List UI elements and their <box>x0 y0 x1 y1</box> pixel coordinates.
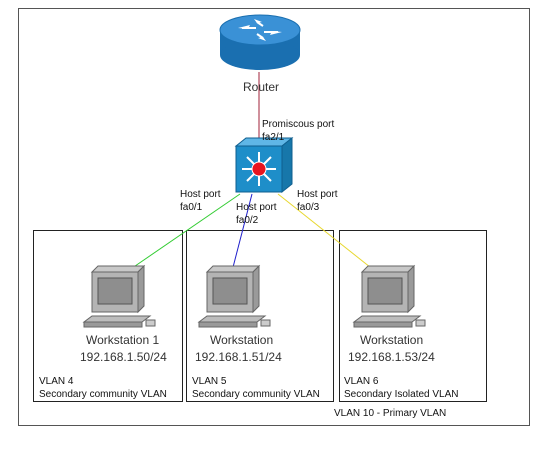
router-label: Router <box>243 80 280 94</box>
host-port-label-3: Host port fa0/3 <box>297 188 338 214</box>
host-port-type: Host port <box>297 189 338 200</box>
uplink-port-type: Promiscous port <box>262 119 335 130</box>
uplink-port-label: Promiscous port fa2/1 <box>262 118 334 144</box>
vlan-box-4 <box>33 230 183 402</box>
vlan-id: VLAN 4 <box>39 376 74 387</box>
host-port-id: fa0/2 <box>236 215 259 226</box>
workstation-1-icon <box>82 264 156 328</box>
vlan-type: Secondary community VLAN <box>192 389 320 400</box>
host-port-type: Host port <box>180 189 221 200</box>
link-ws2 <box>230 193 253 276</box>
workstation-2-name: Workstation <box>210 333 274 347</box>
host-port-label-1: Host port fa0/1 <box>180 188 221 214</box>
host-port-id: fa0/1 <box>180 202 203 213</box>
uplink-port-id: fa2/1 <box>262 132 285 143</box>
diagram-frame <box>18 8 530 426</box>
workstation-1-name: Workstation 1 <box>86 333 160 347</box>
vlan-id: VLAN 6 <box>344 376 379 387</box>
host-port-type: Host port <box>236 202 277 213</box>
workstation-3-icon <box>352 264 426 328</box>
vlan-5-label: VLAN 5 Secondary community VLAN <box>192 375 320 401</box>
router-icon <box>219 14 301 70</box>
vlan-6-label: VLAN 6 Secondary Isolated VLAN <box>344 375 459 401</box>
link-ws1 <box>121 193 241 276</box>
vlan-box-5 <box>186 230 334 402</box>
workstation-2-icon <box>197 264 271 328</box>
primary-vlan-label: VLAN 10 - Primary VLAN <box>334 408 447 419</box>
workstation-3-name: Workstation <box>360 333 424 347</box>
switch-icon <box>234 136 294 194</box>
host-port-id: fa0/3 <box>297 202 320 213</box>
workstation-2-ip: 192.168.1.51/24 <box>195 350 282 364</box>
workstation-3-ip: 192.168.1.53/24 <box>348 350 435 364</box>
workstation-1-ip: 192.168.1.50/24 <box>80 350 167 364</box>
vlan-type: Secondary community VLAN <box>39 389 167 400</box>
vlan-type: Secondary Isolated VLAN <box>344 389 459 400</box>
vlan-id: VLAN 5 <box>192 376 227 387</box>
host-port-label-2: Host port fa0/2 <box>236 201 277 227</box>
link-ws3 <box>277 193 381 276</box>
vlan-4-label: VLAN 4 Secondary community VLAN <box>39 375 167 401</box>
vlan-box-6 <box>339 230 487 402</box>
